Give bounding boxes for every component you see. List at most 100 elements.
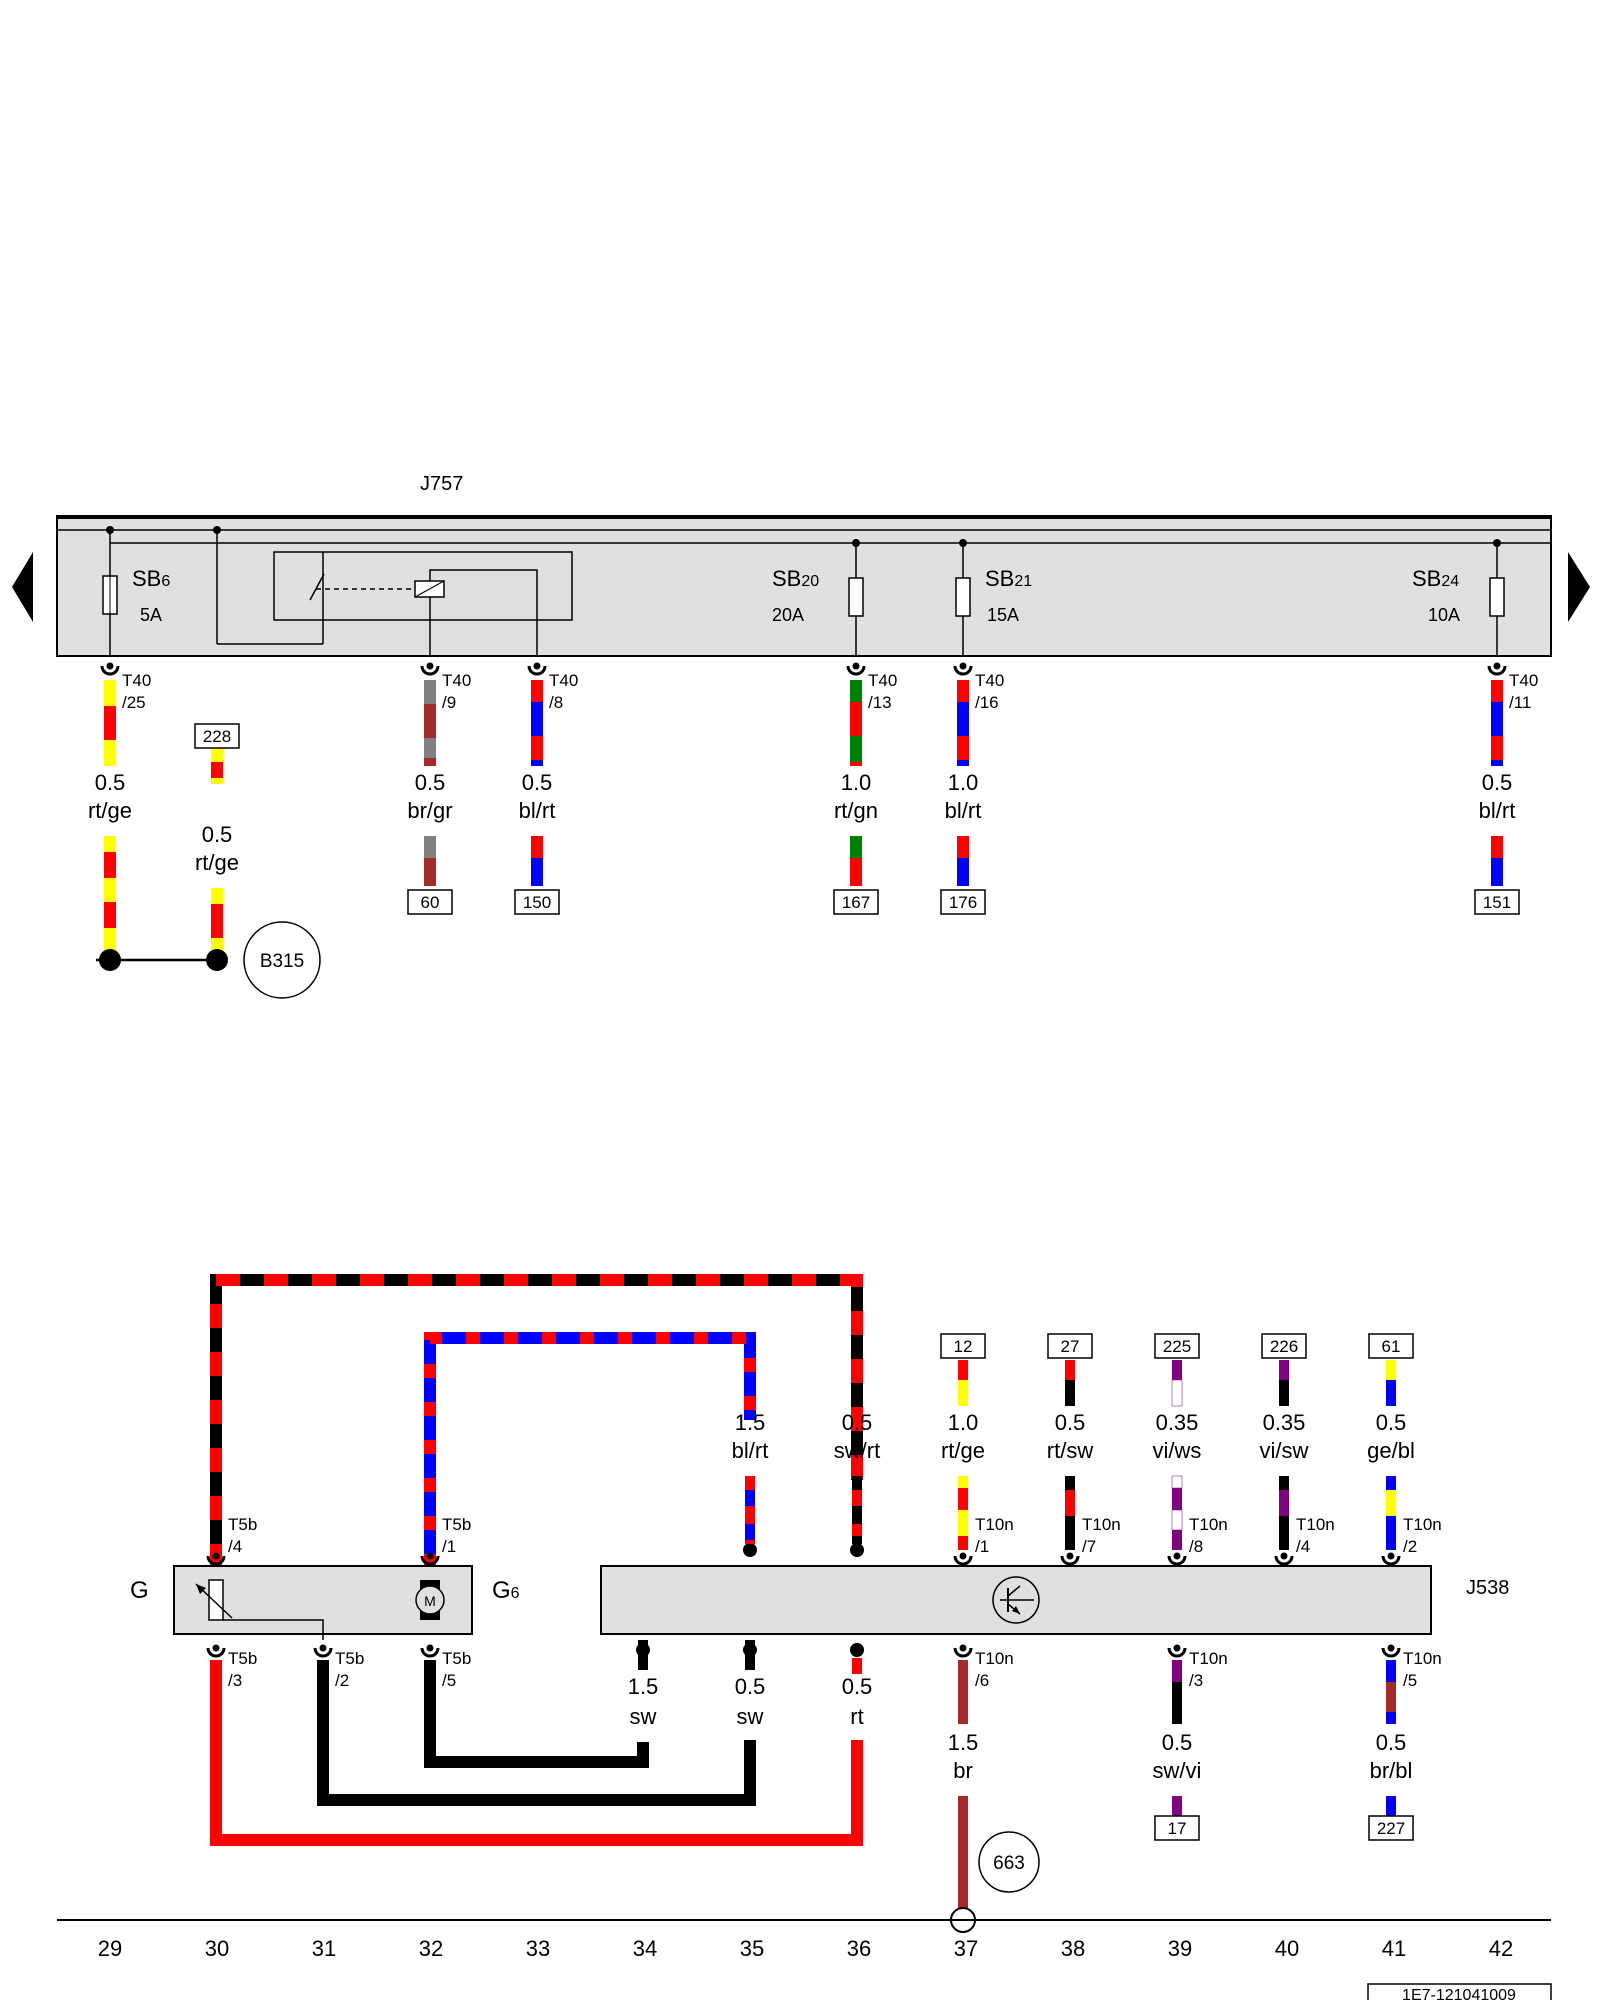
ruler-column-label: 42: [1489, 1936, 1513, 1961]
ruler-column-label: 30: [205, 1936, 229, 1961]
wire-color-label: bl/rt: [1479, 798, 1516, 823]
ref-box[interactable]: 17: [1168, 1819, 1187, 1838]
wire-size-label: 0.5: [95, 770, 126, 795]
wire-color-label: rt: [850, 1704, 863, 1729]
ref-box[interactable]: 167: [842, 893, 870, 912]
wire-size-label: 1.0: [948, 1410, 979, 1435]
ruler-column-label: 33: [526, 1936, 550, 1961]
wire-color-label: rt/sw: [1047, 1438, 1094, 1463]
fuse-sb24-rating: 10A: [1428, 605, 1460, 625]
pin-num-label: /9: [442, 693, 456, 712]
pin-cap-t10n-2: [1381, 1551, 1401, 1566]
ref-box[interactable]: 60: [421, 893, 440, 912]
document-id-box: 1E7-121041009: [1367, 1983, 1552, 2000]
upper-reference-boxes[interactable]: 12 27 225 226 61: [940, 1333, 1414, 1359]
ref-box[interactable]: 27: [1061, 1337, 1080, 1356]
top-wire-labels: 0.5 rt/ge 0.5 rt/ge 0.5 br/gr 0.5 bl/rt …: [88, 770, 1515, 875]
wire-color-label: rt/ge: [195, 850, 239, 875]
wire-size-label: 1.0: [841, 770, 872, 795]
ref-box[interactable]: 61: [1382, 1337, 1401, 1356]
relay-switch: [213, 526, 573, 656]
pin-conn-label: T5b: [228, 1515, 257, 1534]
j757-module-box: [56, 515, 1552, 657]
ref-box[interactable]: 12: [954, 1337, 973, 1356]
pin-conn-label: T10n: [1189, 1649, 1228, 1668]
wire-color-label: rt/ge: [941, 1438, 985, 1463]
fuse-sb20-rating: 20A: [772, 605, 804, 625]
upper-wire-stubs: [745, 1360, 1396, 1550]
pin-conn-label: T5b: [442, 1649, 471, 1668]
pin-conn-label: T5b: [228, 1649, 257, 1668]
wire-size-label: 0.5: [1376, 1410, 1407, 1435]
pin-conn-label: T40: [1509, 671, 1538, 690]
ref-box[interactable]: 150: [523, 893, 551, 912]
page-back-arrow-icon[interactable]: [12, 552, 33, 622]
document-id: 1E7-121041009: [1402, 1987, 1516, 2000]
pin-conn-label: T5b: [442, 1515, 471, 1534]
pin-cap-t40-16: [953, 661, 973, 676]
ref-box[interactable]: 225: [1163, 1337, 1191, 1356]
pin-conn-label: T10n: [1189, 1515, 1228, 1534]
wire-size-label: 0.5: [1162, 1730, 1193, 1755]
pin-num-label: /13: [868, 693, 892, 712]
pin-conn-label: T10n: [975, 1649, 1014, 1668]
pin-cap-t40-11: [1487, 661, 1507, 676]
fuse-sb6-rating: 5A: [140, 605, 162, 625]
top-reference-boxes[interactable]: 228 60 150 167 176 151: [194, 723, 1520, 915]
splice-b315: B315: [96, 921, 321, 999]
pin-num-label: /4: [1296, 1537, 1310, 1556]
variable-resistor-icon: [195, 1579, 324, 1640]
wire-size-label: 1.0: [948, 770, 979, 795]
pin-cap-t40-9: [420, 661, 440, 676]
pin-conn-label: T10n: [1403, 1515, 1442, 1534]
fuse-sb24: SB24 10A: [1412, 539, 1505, 656]
ref-box[interactable]: 151: [1483, 893, 1511, 912]
wire-color-label: rt/gn: [834, 798, 878, 823]
splice-label: B315: [260, 951, 304, 972]
ref-box[interactable]: 176: [949, 893, 977, 912]
pin-conn-label: T40: [975, 671, 1004, 690]
pin-conn-label: T10n: [1296, 1515, 1335, 1534]
pin-cap-t10n-5: [1381, 1643, 1401, 1658]
pin-cap-t10n-3: [1167, 1643, 1187, 1658]
ref-box[interactable]: 226: [1270, 1337, 1298, 1356]
wire-color-label: sw: [630, 1704, 657, 1729]
ref-box[interactable]: 227: [1377, 1819, 1405, 1838]
wire-size-label: 0.5: [842, 1674, 873, 1699]
ground-label: 663: [993, 1853, 1025, 1874]
motor-icon: M: [415, 1580, 445, 1620]
pin-conn-label: T40: [122, 671, 151, 690]
ruler-column-label: 37: [954, 1936, 978, 1961]
wire-color-label: bl/rt: [732, 1438, 769, 1463]
pin-num-label: /8: [549, 693, 563, 712]
ref-box[interactable]: 228: [203, 727, 231, 746]
page-forward-arrow-icon[interactable]: [1568, 552, 1590, 622]
wire-size-label: 1.5: [628, 1674, 659, 1699]
component-g-label: G: [130, 1577, 149, 1604]
pin-cap-t5b-3: [206, 1643, 226, 1658]
pin-num-label: /6: [975, 1671, 989, 1690]
t40-pin-labels: T40 /25 T40 /9 T40 /8 T40 /13 T40 /16 T4…: [122, 671, 1538, 712]
bottom-section: G G6 M J538: [130, 1274, 1509, 1933]
wire-color-label: sw/vi: [1153, 1758, 1202, 1783]
wire-size-label: 0.5: [202, 822, 233, 847]
pin-num-label: /4: [228, 1537, 242, 1556]
lower-wire-labels: 1.5 sw 0.5 sw 0.5 rt 1.5 br 0.5 sw/vi 0.…: [628, 1674, 1413, 1783]
wire-size-label: 0.5: [415, 770, 446, 795]
pin-conn-label: T5b: [335, 1649, 364, 1668]
pin-cap-t5b-5: [420, 1643, 440, 1658]
pin-cap-t40-8: [527, 661, 547, 676]
lower-pin-labels: T5b /3 T5b /2 T5b /5 T10n /6 T10n /3 T10…: [228, 1649, 1442, 1690]
pin-conn-label: T40: [868, 671, 897, 690]
j757-label: J757: [420, 473, 463, 495]
fuse-sb21-name: SB21: [985, 566, 1032, 591]
ruler-column-label: 38: [1061, 1936, 1085, 1961]
wire-size-label: 1.5: [948, 1730, 979, 1755]
ruler-column-label: 32: [419, 1936, 443, 1961]
pin-cap-t10n-4: [1274, 1551, 1294, 1566]
lower-reference-boxes[interactable]: 17 227: [1154, 1815, 1414, 1841]
ruler-column-label: 40: [1275, 1936, 1299, 1961]
wire-color-label: br/bl: [1370, 1758, 1413, 1783]
wire-color-label: sw: [737, 1704, 764, 1729]
